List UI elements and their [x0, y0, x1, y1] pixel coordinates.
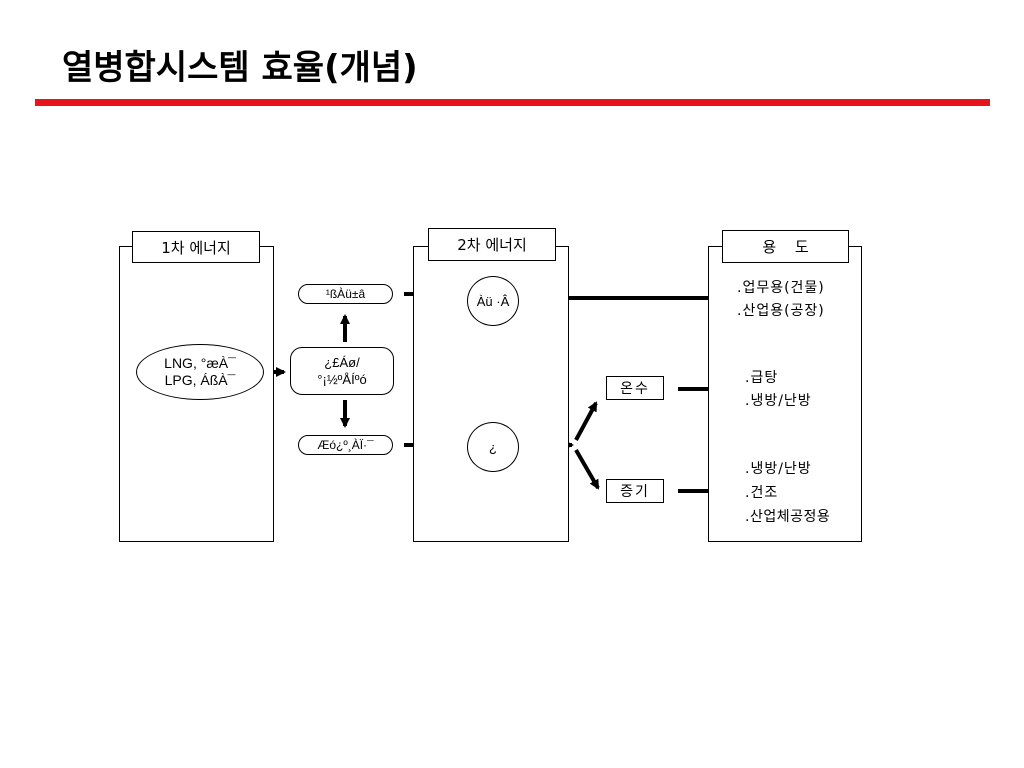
electricity-node: Àü ·Â [467, 276, 519, 326]
usage-label: 용 도 [722, 230, 849, 263]
steam-box: 증기 [606, 479, 664, 503]
arrow-split-to-steam [574, 448, 600, 490]
arrow-split-to-hot-water [574, 401, 598, 441]
secondary-energy-label: 2차 에너지 [428, 228, 556, 261]
hot-water-box: 온수 [606, 376, 664, 400]
heat-node: ¿­ [467, 422, 519, 472]
page-title: 열병합시스템 효율(개념) [62, 48, 418, 88]
generator-node: ¹ßÀü±â [298, 284, 393, 304]
electricity-use-2: .산업용(공장) [737, 303, 825, 319]
engine-line-1: ¿£Áø/ [324, 355, 360, 370]
usage-box [708, 246, 862, 542]
hot-water-use-2: .냉방/난방 [745, 393, 812, 409]
title-rule [35, 99, 990, 106]
fuel-line-2: LPG, ÁßÀ¯ [164, 372, 236, 388]
engine-turbine-node: ¿£Áø/ °¡½ºÅÍºó [290, 347, 394, 395]
hot-water-use-1: .급탕 [745, 370, 779, 386]
steam-use-1: .냉방/난방 [745, 461, 812, 477]
engine-line-2: °¡½ºÅÍºó [317, 372, 367, 387]
steam-use-2: .건조 [745, 485, 779, 501]
primary-energy-label: 1차 에너지 [132, 231, 260, 263]
steam-use-3: .산업체공정용 [745, 509, 831, 525]
boiler-node: Æó¿­º¸ÀÏ·¯ [298, 435, 393, 455]
fuel-ellipse: LNG, °æÀ¯ LPG, ÁßÀ¯ [136, 344, 264, 400]
fuel-line-1: LNG, °æÀ¯ [164, 355, 236, 371]
electricity-use-1: .업무용(건물) [737, 280, 825, 296]
